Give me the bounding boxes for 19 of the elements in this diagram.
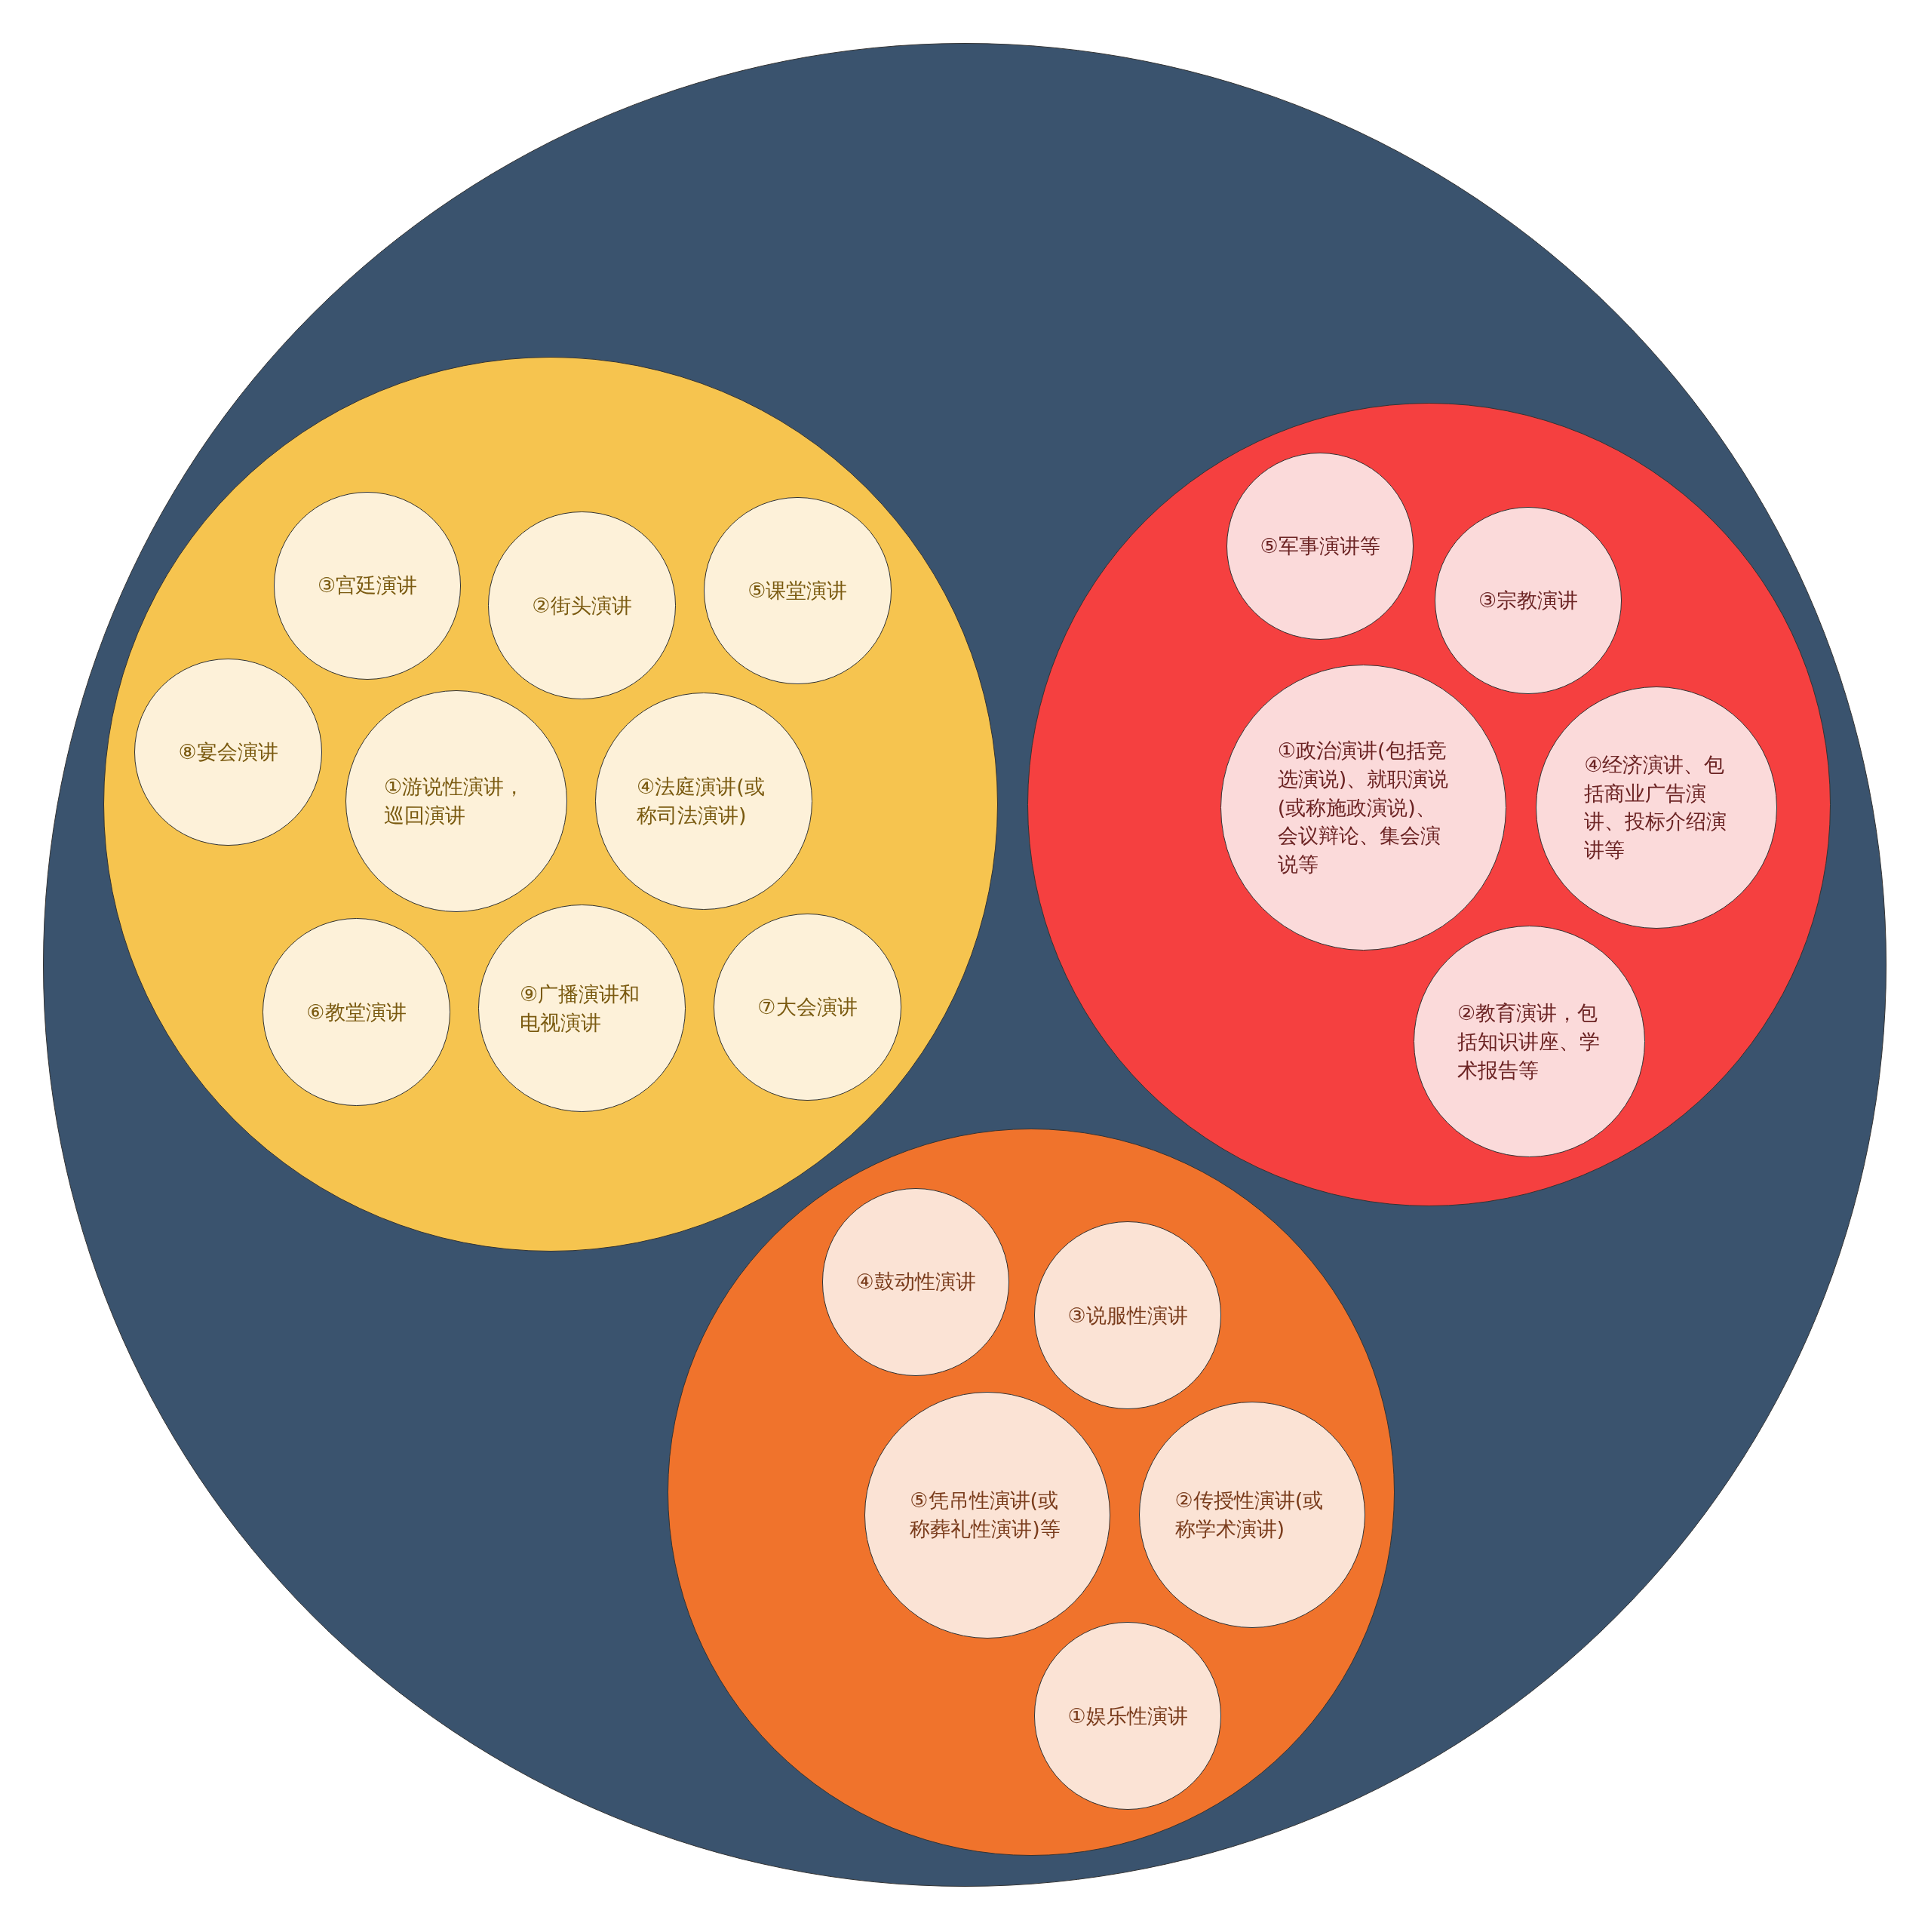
topic-label: ⑤课堂演讲	[748, 577, 848, 604]
topic-label: ⑥教堂演讲	[306, 999, 407, 1025]
topic-label: ⑤凭吊性演讲(或称葬礼性演讲)等	[910, 1488, 1061, 1543]
topic-label: ④经济演讲、包括商业广告演讲、投标介绍演讲等	[1584, 751, 1728, 864]
topic-label: ⑤军事演讲等	[1260, 533, 1380, 560]
topic-label: ②教育演讲，包括知识讲座、学术报告等	[1457, 1000, 1601, 1083]
topic-label: ③宫廷演讲	[318, 573, 418, 599]
topic-label: ①娱乐性演讲	[1067, 1703, 1188, 1729]
topic-label: ①政治演讲(包括竞选演说)、就职演说(或称施政演说)、会议辩论、集会演说等	[1277, 737, 1449, 878]
topic-label: ①游说性演讲，巡回演讲	[383, 774, 526, 829]
topic-label: ③宗教演讲	[1478, 588, 1579, 614]
topic-label: ④鼓动性演讲	[855, 1269, 976, 1295]
topic-label: ④法庭演讲(或称司法演讲)	[637, 774, 766, 829]
topic-label: ②街头演讲	[532, 592, 632, 619]
topic-label: ⑧宴会演讲	[178, 739, 278, 765]
topic-label: ③说服性演讲	[1067, 1302, 1188, 1328]
topic-label: ⑦大会演讲	[757, 994, 858, 1021]
topic-label: ⑨广播演讲和电视演讲	[520, 981, 641, 1036]
topic-label: ②传授性演讲(或称学术演讲)	[1174, 1488, 1325, 1543]
